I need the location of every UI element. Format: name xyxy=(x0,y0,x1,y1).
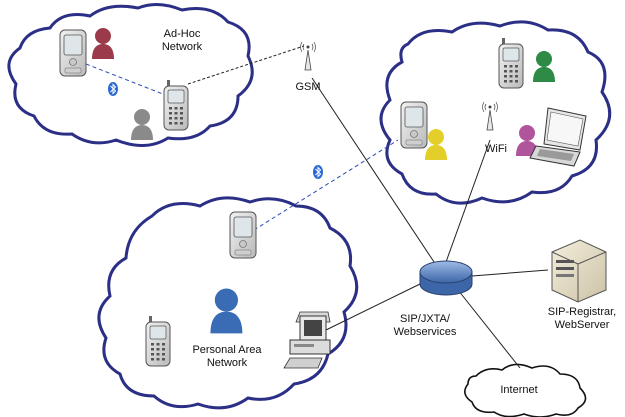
bluetooth-icon xyxy=(107,81,119,97)
connection-lines xyxy=(311,77,549,369)
pan-wifi-bluetooth-link xyxy=(253,139,399,231)
bluetooth-links xyxy=(85,63,399,231)
antenna-icon xyxy=(300,41,316,71)
pan-computer-to-hub-link xyxy=(325,283,421,331)
wifi-to-hub-link xyxy=(445,139,491,263)
desktop-computer-icon xyxy=(283,311,331,369)
adhoc-network-label-line1: Ad-Hoc xyxy=(163,28,201,40)
phone-icon xyxy=(498,37,524,89)
phone-to-gsm-link xyxy=(187,45,305,85)
personal-area-network-label-line2: Network xyxy=(206,357,248,369)
bluetooth-icon xyxy=(312,164,324,180)
internet-label: Internet xyxy=(500,384,538,396)
gsm-to-hub-link xyxy=(311,77,439,269)
adhoc-bluetooth-link xyxy=(85,63,169,97)
internet-cloud xyxy=(464,363,587,417)
personal-area-network-label-line1: Personal Area xyxy=(192,344,262,356)
personal-area-network-label: Personal Area Network xyxy=(182,344,272,370)
registrar-label-line1: SIP-Registrar, xyxy=(547,306,617,318)
sip-hub-label: SIP/JXTA/ Webservices xyxy=(386,313,464,339)
hub-icon xyxy=(419,260,473,296)
registrar-label-line2: WebServer xyxy=(554,319,610,331)
laptop-icon xyxy=(529,107,587,167)
adhoc-network-label-line2: Network xyxy=(161,41,203,53)
server-icon xyxy=(551,239,607,303)
gsm-label: GSM xyxy=(295,81,321,93)
phone-icon xyxy=(229,211,257,259)
adhoc-network-label: Ad-Hoc Network xyxy=(152,28,212,54)
adhoc-network-cloud xyxy=(7,3,254,147)
phone-icon xyxy=(400,101,428,149)
hub-to-internet-link xyxy=(457,289,521,369)
sip-hub-label-line2: Webservices xyxy=(393,326,457,338)
phone-icon xyxy=(145,315,171,367)
phone-icon xyxy=(163,79,189,131)
phone-icon xyxy=(59,29,87,77)
hub-to-server-link xyxy=(471,269,549,277)
wifi-label: WiFi xyxy=(485,143,507,155)
sip-hub-label-line1: SIP/JXTA/ xyxy=(400,313,450,325)
registrar-label: SIP-Registrar, WebServer xyxy=(540,306,624,332)
